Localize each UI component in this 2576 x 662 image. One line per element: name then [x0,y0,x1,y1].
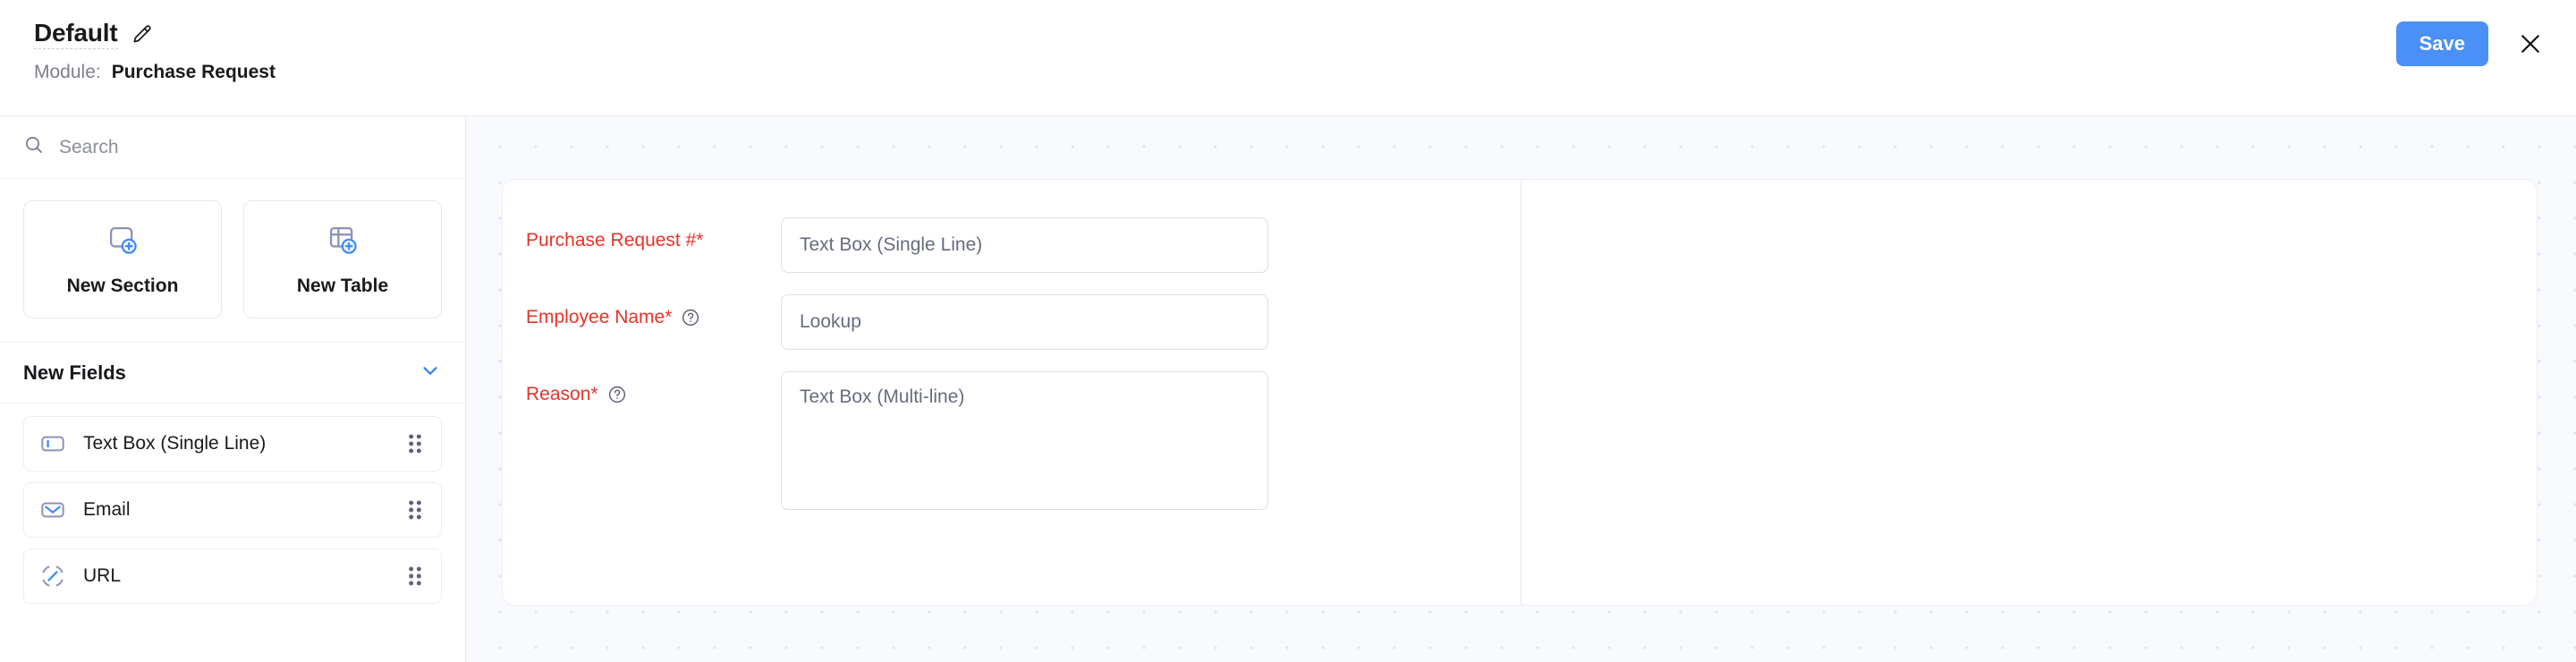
form-column-left: Purchase Request #* Employee Name* [503,180,1521,605]
employee-name-lookup-input[interactable] [781,294,1268,350]
url-icon [38,562,67,590]
field-item-text-box-single-line[interactable]: Text Box (Single Line) [23,416,442,471]
page-title: Default [34,19,118,49]
drag-handle-icon[interactable] [405,498,425,522]
save-button[interactable]: Save [2395,21,2488,66]
title-row: Default [34,19,275,49]
chevron-down-icon[interactable] [419,359,442,386]
new-table-button[interactable]: New Table [243,200,442,318]
header-actions: Save [2395,21,2546,66]
help-circle-icon[interactable] [607,385,627,404]
form-section-card: Purchase Request #* Employee Name* [502,179,2538,606]
field-label: Email [83,499,131,520]
form-canvas: Purchase Request #* Employee Name* [466,116,2576,662]
purchase-request-number-input[interactable] [781,217,1268,273]
form-column-right[interactable] [1521,180,2537,605]
search-icon [23,134,45,160]
module-row: Module: Purchase Request [34,62,275,83]
new-fields-header[interactable]: New Fields [0,343,465,403]
close-icon[interactable] [2515,29,2546,59]
create-cards: New Section New Table [0,179,465,343]
field-label: Text Box (Single Line) [83,433,267,454]
field-item-url[interactable]: URL [23,548,442,604]
module-label: Module: [34,61,101,82]
field-list: Text Box (Single Line) Email [0,403,465,604]
page-header: Default Module: Purchase Request Save [0,0,2576,116]
form-field-label: Reason* [526,384,598,404]
new-table-label: New Table [296,275,389,296]
email-icon [38,496,67,524]
field-label: URL [83,565,122,586]
new-fields-label: New Fields [23,361,126,384]
form-field-label: Purchase Request #* [526,230,704,250]
form-field-label: Employee Name* [526,307,673,327]
module-value: Purchase Request [111,61,275,82]
new-table-icon [326,223,360,261]
new-section-label: New Section [66,275,179,296]
new-section-icon [106,223,140,261]
new-section-button[interactable]: New Section [23,200,222,318]
search-input[interactable]: Search [59,136,119,157]
search-row[interactable]: Search [0,116,465,179]
drag-handle-icon[interactable] [405,432,425,455]
form-row-purchase-request-number: Purchase Request #* [526,217,1521,273]
field-item-email[interactable]: Email [23,482,442,538]
sidebar: Search New Section [0,116,466,662]
pencil-icon[interactable] [131,23,154,47]
textbox-single-line-icon [38,429,67,458]
help-circle-icon[interactable] [681,308,700,327]
form-label-cell: Reason* [526,371,781,405]
header-title-block: Default Module: Purchase Request [34,19,275,83]
form-label-cell: Purchase Request #* [526,217,781,251]
form-row-employee-name: Employee Name* [526,294,1521,350]
form-columns: Purchase Request #* Employee Name* [503,180,2537,605]
reason-textarea[interactable] [781,371,1268,510]
form-row-reason: Reason* [526,371,1521,510]
drag-handle-icon[interactable] [405,564,425,588]
form-label-cell: Employee Name* [526,294,781,328]
